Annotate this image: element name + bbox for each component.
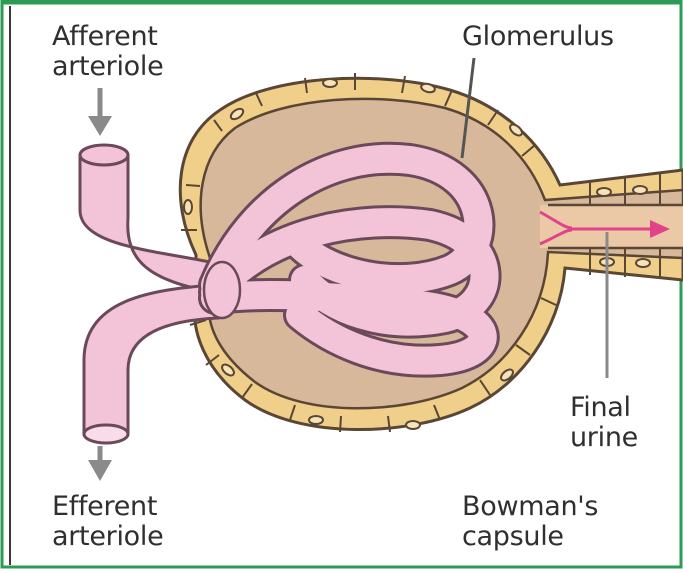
efferent-arteriole [84,285,218,434]
efferent-arteriole-opening [84,425,128,443]
afferent-arteriole-label: Afferent arteriole [52,22,163,82]
afferent-arteriole-opening [80,145,128,165]
final-urine-label: Final urine [570,393,638,453]
vascular-pole [204,262,240,318]
glomerulus-label: Glomerulus [462,22,614,52]
bowmans-capsule-label: Bowman's capsule [462,492,598,552]
efferent-arteriole-label: Efferent arteriole [52,492,163,552]
